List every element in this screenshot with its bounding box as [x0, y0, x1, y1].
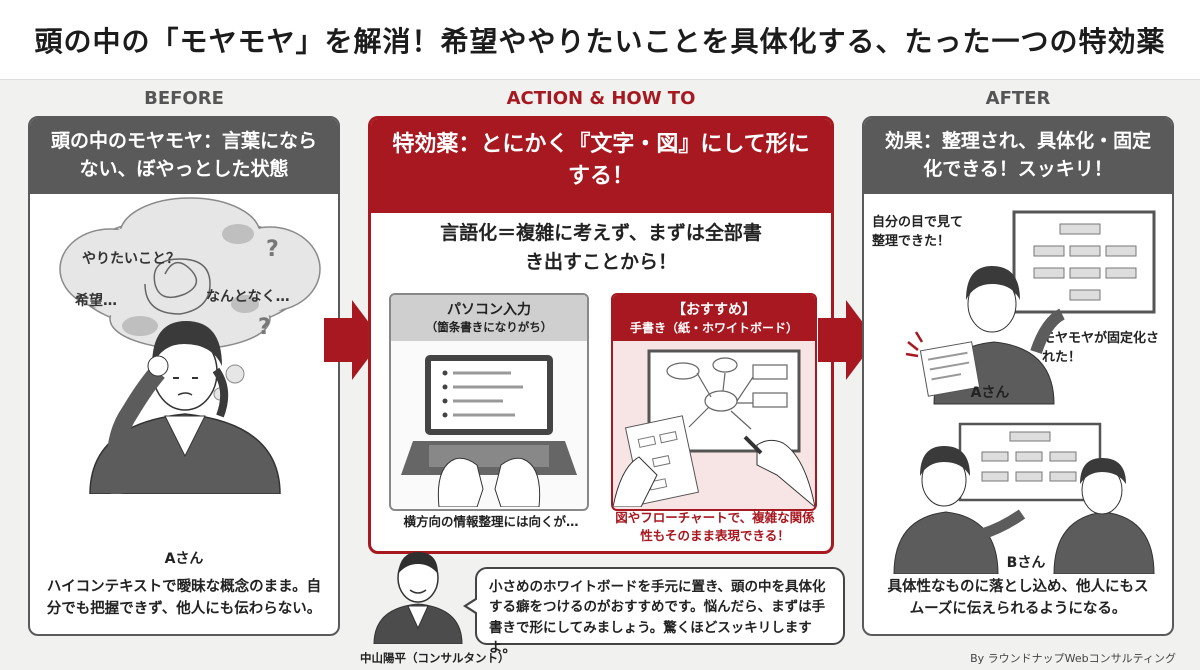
pc-caption: 横方向の情報整理には向くが… [403, 514, 579, 529]
handwrite-title: 【おすすめ】 [672, 302, 756, 318]
after-illustration [893, 210, 1156, 574]
consultant-speech-text: 小さめのホワイトボードを手元に置き、頭の中を具体化する癖をつけるのがおすすめです… [489, 579, 826, 656]
page-title: 頭の中の「モヤモヤ」を解消！希望ややりたいことを具体化する、たった一つの特効薬 [34, 24, 1166, 58]
action-panel: 特効薬：とにかく『文字・図』にして形にする！ 言語化＝複雑に考えず、まずは全部書… [368, 116, 834, 554]
person-b-label: Bさん [1006, 555, 1046, 571]
before-label: BEFORE [144, 88, 224, 109]
thought-bubble-illustration: ? ? [59, 197, 321, 494]
before-heading: 頭の中のモヤモヤ：言葉にならない、ぼやっとした状態 [30, 118, 338, 194]
credit: By ラウンドナップWebコンサルティング [970, 652, 1176, 665]
whiteboard-icon [613, 349, 815, 508]
person-a-label-after: Aさん [970, 385, 1010, 401]
person-a-label-before: Aさん [164, 551, 204, 567]
bubble-text-3: なんとなく… [206, 289, 290, 305]
consultant-name: 中山陽平（コンサルタント） [360, 651, 510, 665]
after-label: AFTER [985, 88, 1051, 109]
consultant-speech-bubble: 小さめのホワイトボードを手元に置き、頭の中を具体化する癖をつけるのがおすすめです… [463, 567, 845, 656]
pc-title: パソコン入力 [447, 302, 531, 318]
after-caption-2: モヤモヤが固定化された！ [1042, 331, 1160, 365]
arrow-right-icon [324, 300, 382, 380]
svg-text:?: ? [258, 315, 271, 340]
laptop-icon [401, 355, 577, 508]
handwrite-caption: 図やフローチャートで、複雑な関係性もそのまま表現できる！ [615, 510, 815, 543]
bubble-text-2: 希望… [75, 293, 117, 309]
pc-input-box: パソコン入力 （箇条書きになりがち） [389, 293, 589, 511]
consultant-avatar [373, 552, 463, 644]
before-panel: 頭の中のモヤモヤ：言葉にならない、ぼやっとした状態 ? ? [28, 116, 340, 636]
pc-subtitle: （箇条書きになりがち） [425, 320, 553, 334]
action-heading: 特効薬：とにかく『文字・図』にして形にする！ [371, 119, 831, 213]
svg-text:?: ? [266, 237, 279, 262]
action-label: ACTION & HOW TO [506, 88, 696, 109]
after-footer: 具体性なものに落とし込め、他人にもスムーズに伝えられるようになる。 [887, 579, 1149, 618]
action-subheading: 言語化＝複雑に考えず、まずは全部書き出すことから！ [440, 222, 762, 273]
before-footer: ハイコンテキストで曖昧な概念のまま。自分でも把握できず、他人にも伝わらない。 [46, 579, 322, 618]
after-panel: 効果：整理され、具体化・固定化できる！スッキリ！ 自分の目で見て整理できた！ モ… [862, 116, 1174, 636]
handwrite-subtitle: 手書き（紙・ホワイトボード） [629, 321, 798, 335]
bubble-text-1: やりたいこと？ [82, 251, 180, 267]
title-bar: 頭の中の「モヤモヤ」を解消！希望ややりたいことを具体化する、たった一つの特効薬 [0, 0, 1200, 80]
after-heading: 効果：整理され、具体化・固定化できる！スッキリ！ [864, 118, 1172, 194]
after-caption-1: 自分の目で見て整理できた！ [872, 215, 964, 249]
arrow-right-icon [818, 300, 876, 380]
handwrite-box: 【おすすめ】 手書き（紙・ホワイトボード） [611, 293, 817, 511]
